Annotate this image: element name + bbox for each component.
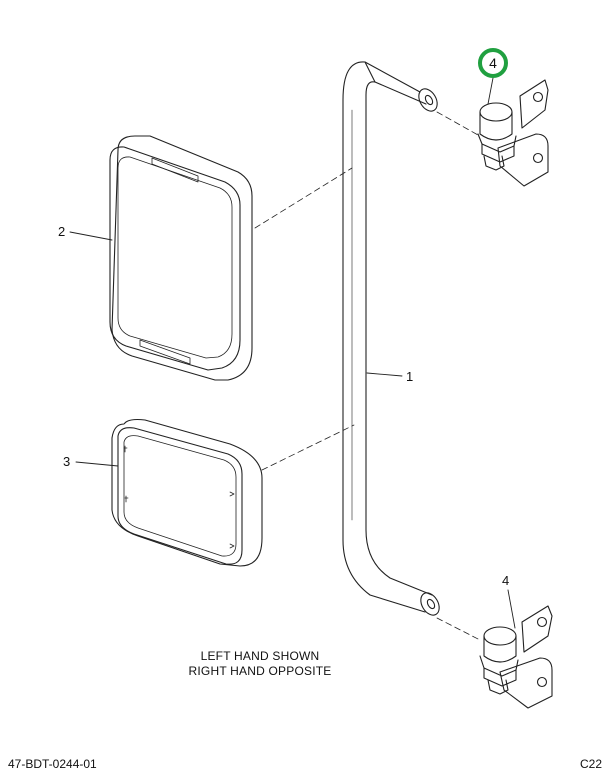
upper-bracket <box>477 77 549 187</box>
callout-3[interactable]: 3 <box>63 454 71 469</box>
callout-4-lower[interactable]: 4 <box>502 573 510 588</box>
assembly-lines <box>254 111 481 641</box>
mirror-arm <box>342 61 440 616</box>
orientation-note: LEFT HAND SHOWN RIGHT HAND OPPOSITE <box>160 649 360 679</box>
note-line-2: RIGHT HAND OPPOSITE <box>188 664 332 678</box>
highlighted-callout-4[interactable]: 4 <box>478 48 508 78</box>
note-line-1: LEFT HAND SHOWN <box>200 649 320 663</box>
callout-4-upper-label: 4 <box>489 55 497 71</box>
page-code: C22 <box>579 757 602 771</box>
convex-mirror <box>111 418 263 567</box>
drawing-number: 47-BDT-0244-01 <box>8 757 97 771</box>
callout-1[interactable]: 1 <box>406 369 414 384</box>
lower-bracket <box>479 589 553 709</box>
callout-leaders <box>69 231 403 467</box>
main-mirror <box>109 135 253 381</box>
callout-2[interactable]: 2 <box>58 224 66 239</box>
